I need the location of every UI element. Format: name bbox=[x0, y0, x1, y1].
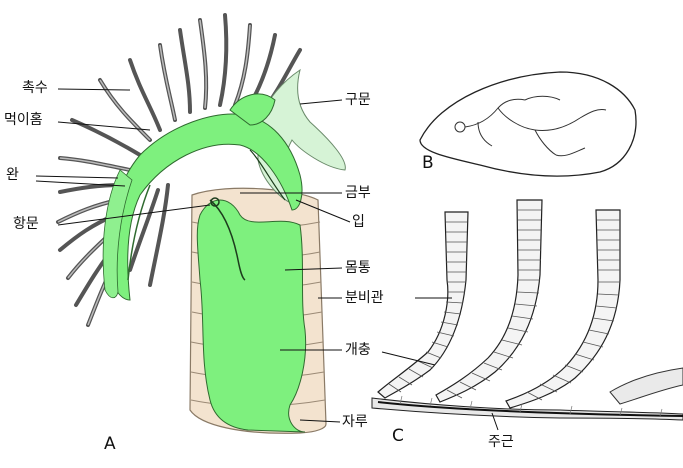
pointer-lines-a bbox=[35, 88, 351, 423]
label-tentacle: 촉수 bbox=[22, 80, 48, 96]
label-body: 몸통 bbox=[345, 260, 371, 276]
label-food-groove: 먹이홈 bbox=[4, 112, 43, 128]
body-shape bbox=[196, 199, 307, 433]
label-mouth: 입 bbox=[352, 214, 365, 230]
panel-c-colony bbox=[371, 199, 683, 421]
panel-b-shape bbox=[419, 71, 637, 177]
panel-label-a: A bbox=[104, 434, 116, 454]
label-stolon: 주근 bbox=[488, 434, 514, 450]
arm-shape bbox=[108, 113, 303, 301]
panel-label-b: B bbox=[422, 153, 434, 173]
label-anus: 항문 bbox=[13, 216, 39, 232]
label-stalk: 자루 bbox=[342, 414, 368, 430]
label-individual: 개충 bbox=[345, 342, 371, 358]
label-secretory-tube: 분비관 bbox=[345, 290, 384, 306]
pointer-lines-c bbox=[381, 297, 499, 431]
label-plume: 완 bbox=[6, 167, 19, 183]
label-gold-part: 금부 bbox=[345, 185, 371, 201]
label-lip: 구문 bbox=[345, 92, 371, 108]
panel-label-c: C bbox=[392, 426, 404, 446]
